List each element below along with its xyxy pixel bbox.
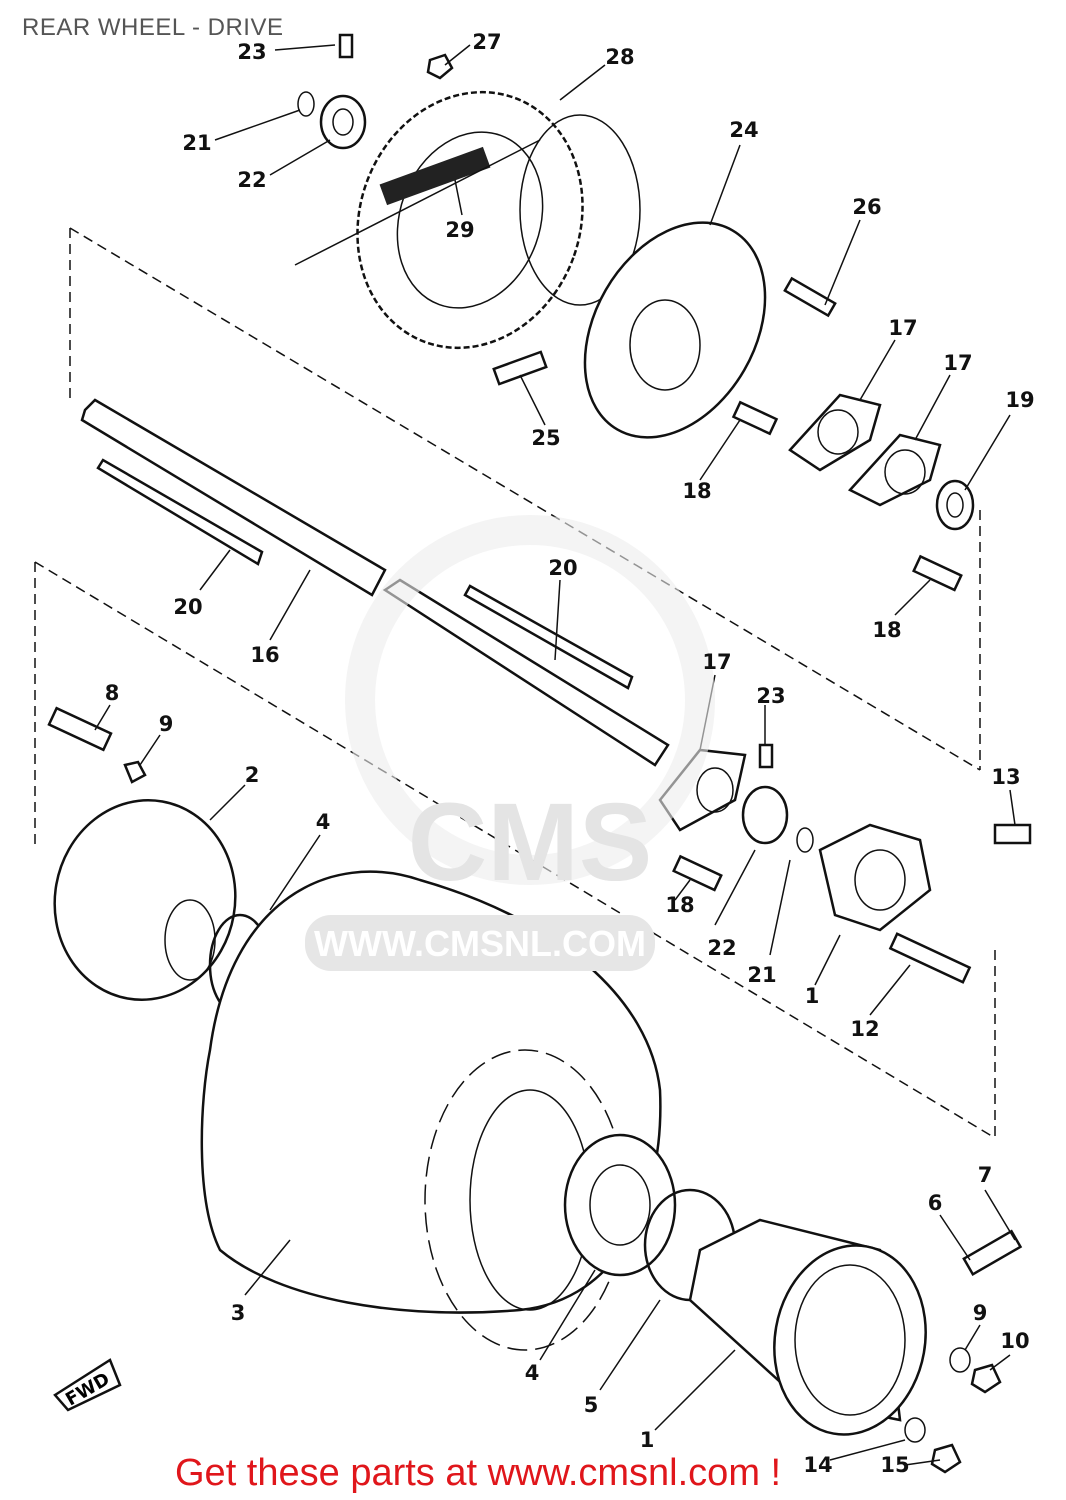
callout-21: 21 [182,131,212,155]
callout-17: 17 [943,351,973,375]
sprocket-28 [294,90,641,350]
callout-15: 15 [880,1453,910,1477]
callout-9: 9 [972,1301,988,1325]
callout-7: 7 [977,1163,993,1187]
diagram-title: REAR WHEEL - DRIVE [22,14,284,41]
fwd-arrow-icon: FWD [53,1358,122,1412]
watermark-logo: CMS WWW.CMSNL.COM [305,515,715,971]
callout-6: 6 [927,1191,943,1215]
watermark-brand: CMS [408,781,652,904]
callout-8: 8 [104,681,120,705]
callout-4: 4 [524,1361,540,1385]
callout-24: 24 [729,118,759,142]
callout-14: 14 [803,1453,833,1477]
callout-10: 10 [1000,1329,1030,1353]
callout-28: 28 [605,45,635,69]
callout-1: 1 [804,984,820,1008]
callout-12: 12 [850,1017,880,1041]
callout-17: 17 [888,316,918,340]
callout-2: 2 [244,763,260,787]
callout-29: 29 [445,218,475,242]
callout-9: 9 [158,712,174,736]
callout-18: 18 [682,479,712,503]
callout-1: 1 [639,1428,655,1452]
callout-22: 22 [707,936,737,960]
callout-25: 25 [531,426,561,450]
callout-21: 21 [747,963,777,987]
callout-19: 19 [1005,388,1035,412]
callout-5: 5 [583,1393,599,1417]
callout-23: 23 [756,684,786,708]
callout-18: 18 [665,893,695,917]
callout-17: 17 [702,650,732,674]
callout-3: 3 [230,1301,246,1325]
watermark-url: WWW.CMSNL.COM [314,923,646,964]
callout-20: 20 [173,595,203,619]
callout-4: 4 [315,810,331,834]
callout-27: 27 [472,30,502,54]
callout-18: 18 [872,618,902,642]
callout-16: 16 [250,643,280,667]
callout-13: 13 [991,765,1021,789]
footer-cta[interactable]: Get these parts at www.cmsnl.com ! [175,1452,782,1494]
callout-26: 26 [852,195,882,219]
callout-22: 22 [237,168,267,192]
callout-23: 23 [237,40,267,64]
callout-20: 20 [548,556,578,580]
